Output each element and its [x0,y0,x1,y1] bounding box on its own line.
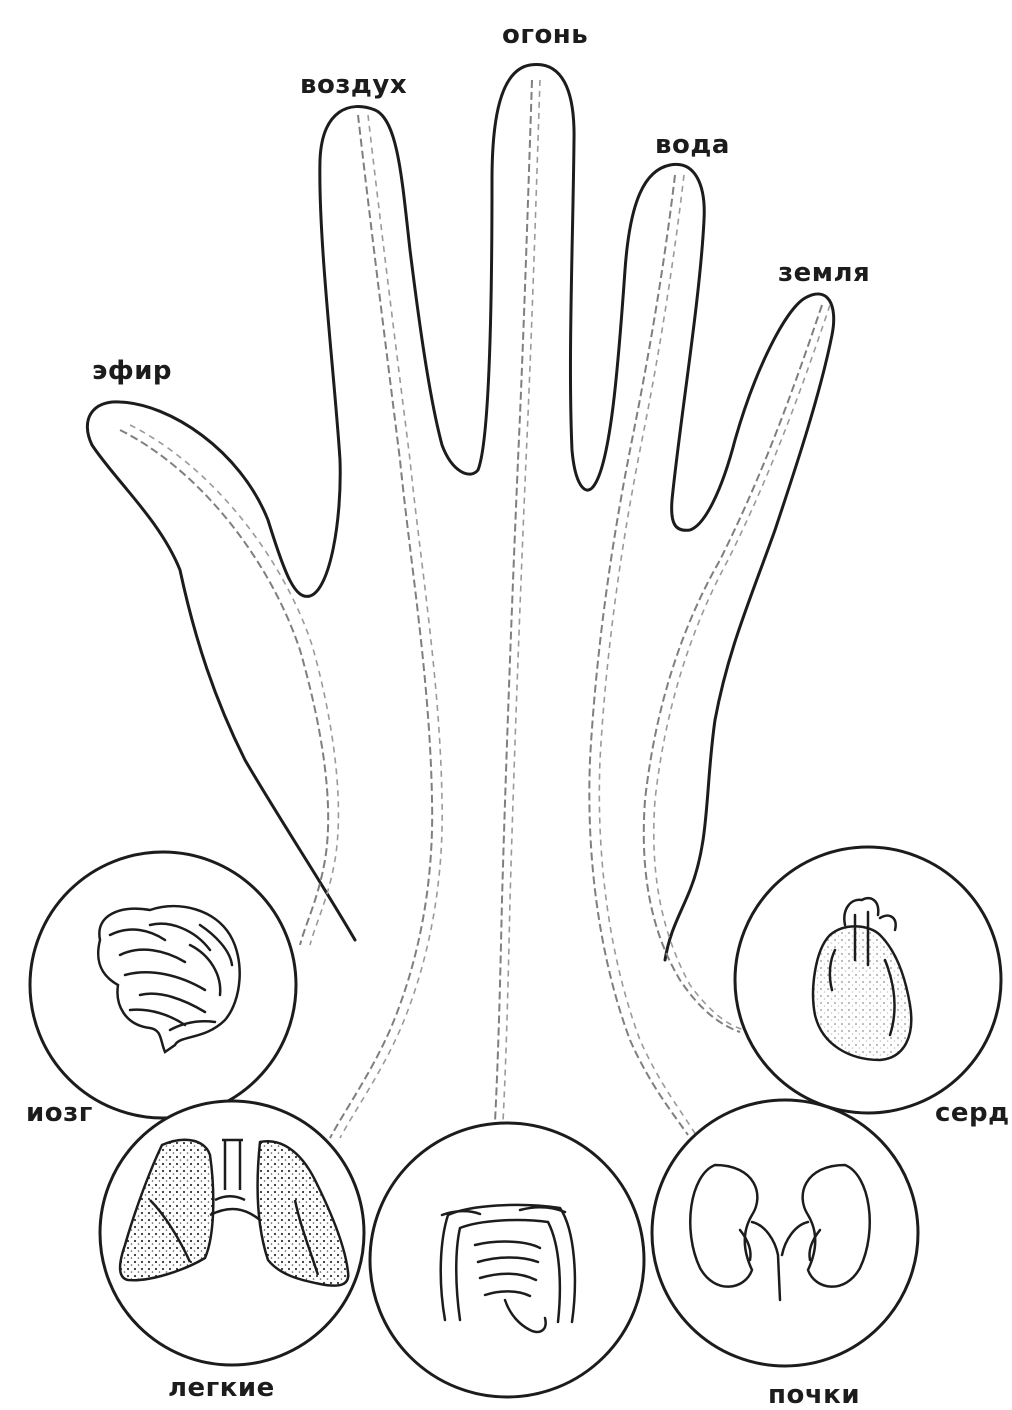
label-fire: огонь [502,22,588,48]
label-water: вода [655,132,730,158]
channel-line-water [589,175,688,1135]
label-heart: серд [935,1100,1010,1126]
label-ether: эфир [92,358,172,384]
label-earth: земля [778,260,870,286]
label-brain: иозг [26,1100,93,1126]
channel-line-air [330,115,432,1138]
label-air: воздух [300,72,407,98]
channel-line-fire [494,80,532,1140]
hand-outline [87,64,833,960]
label-lungs: легкие [168,1375,275,1401]
label-kidneys: почки [768,1382,860,1408]
intestines-circle [370,1123,644,1397]
